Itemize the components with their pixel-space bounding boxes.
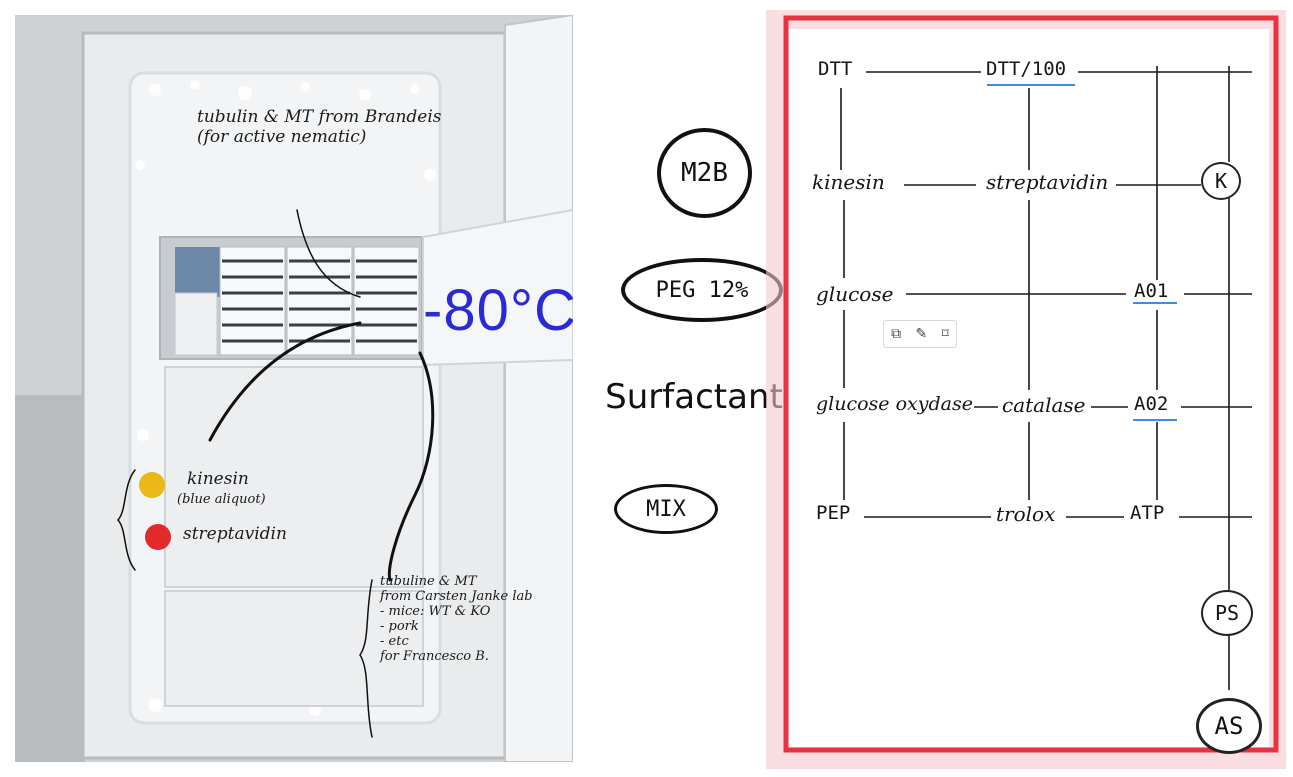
- m2b-oval: M2B: [657, 128, 752, 218]
- atp-node: ATP: [1130, 502, 1165, 524]
- note-tubulin-brandeis: tubulin & MT from Brandeis (for active n…: [197, 107, 442, 147]
- a01-label: A01: [1134, 280, 1169, 302]
- ps-circle: PS: [1201, 590, 1253, 636]
- as-label: AS: [1214, 712, 1244, 740]
- peg-oval: PEG 12%: [621, 258, 783, 322]
- kinesin-marker: [139, 472, 165, 498]
- kinesin-node: kinesin: [812, 170, 885, 194]
- mix-label: MIX: [646, 496, 686, 522]
- selection-toolbar: ⧉ ✎ ⌑: [883, 320, 957, 348]
- dtt100-label: DTT/100: [986, 58, 1067, 80]
- trolox-node: trolox: [996, 502, 1056, 526]
- copy-icon[interactable]: ⧉: [891, 326, 902, 342]
- temperature-label: -80°C: [423, 278, 573, 343]
- freezer-photo: tubulin & MT from Brandeis (for active n…: [15, 15, 573, 762]
- glucose-node: glucose: [816, 282, 894, 306]
- streptavidin-marker: [145, 524, 171, 550]
- highlighter-icon[interactable]: ✎: [915, 326, 928, 342]
- streptavidin-label: streptavidin: [183, 524, 287, 544]
- kinesin-sub-label: (blue aliquot): [177, 492, 266, 507]
- a02-label: A02: [1134, 393, 1169, 415]
- m2b-label: M2B: [681, 158, 728, 188]
- red-frame: [783, 15, 1279, 753]
- surfactant-label: Surfactant: [588, 354, 800, 440]
- ps-label: PS: [1214, 601, 1240, 625]
- as-circle: AS: [1196, 698, 1262, 754]
- k-label: K: [1214, 169, 1228, 193]
- mix-oval: MIX: [614, 484, 718, 534]
- diagram-lines: [766, 10, 1286, 769]
- dtt100-underline: [987, 84, 1075, 86]
- a02-underline: [1133, 419, 1177, 421]
- k-circle: K: [1201, 162, 1241, 200]
- kinesin-label: kinesin: [187, 469, 249, 489]
- glucose-oxydase-node: glucose oxydase: [816, 393, 973, 415]
- a01-underline: [1133, 302, 1177, 304]
- protocol-diagram: DTT DTT/100 kinesin streptavidin K gluco…: [766, 10, 1286, 770]
- dtt-label: DTT: [818, 58, 853, 80]
- freezer-illustration: [15, 15, 573, 762]
- catalase-node: catalase: [1002, 393, 1086, 417]
- pep-node: PEP: [816, 502, 851, 524]
- bookmark-icon[interactable]: ⌑: [941, 326, 949, 342]
- note-carsten-janke: tubuline & MT from Carsten Janke lab - m…: [380, 574, 533, 664]
- peg-label: PEG 12%: [655, 277, 749, 303]
- streptavidin-node: streptavidin: [986, 170, 1109, 194]
